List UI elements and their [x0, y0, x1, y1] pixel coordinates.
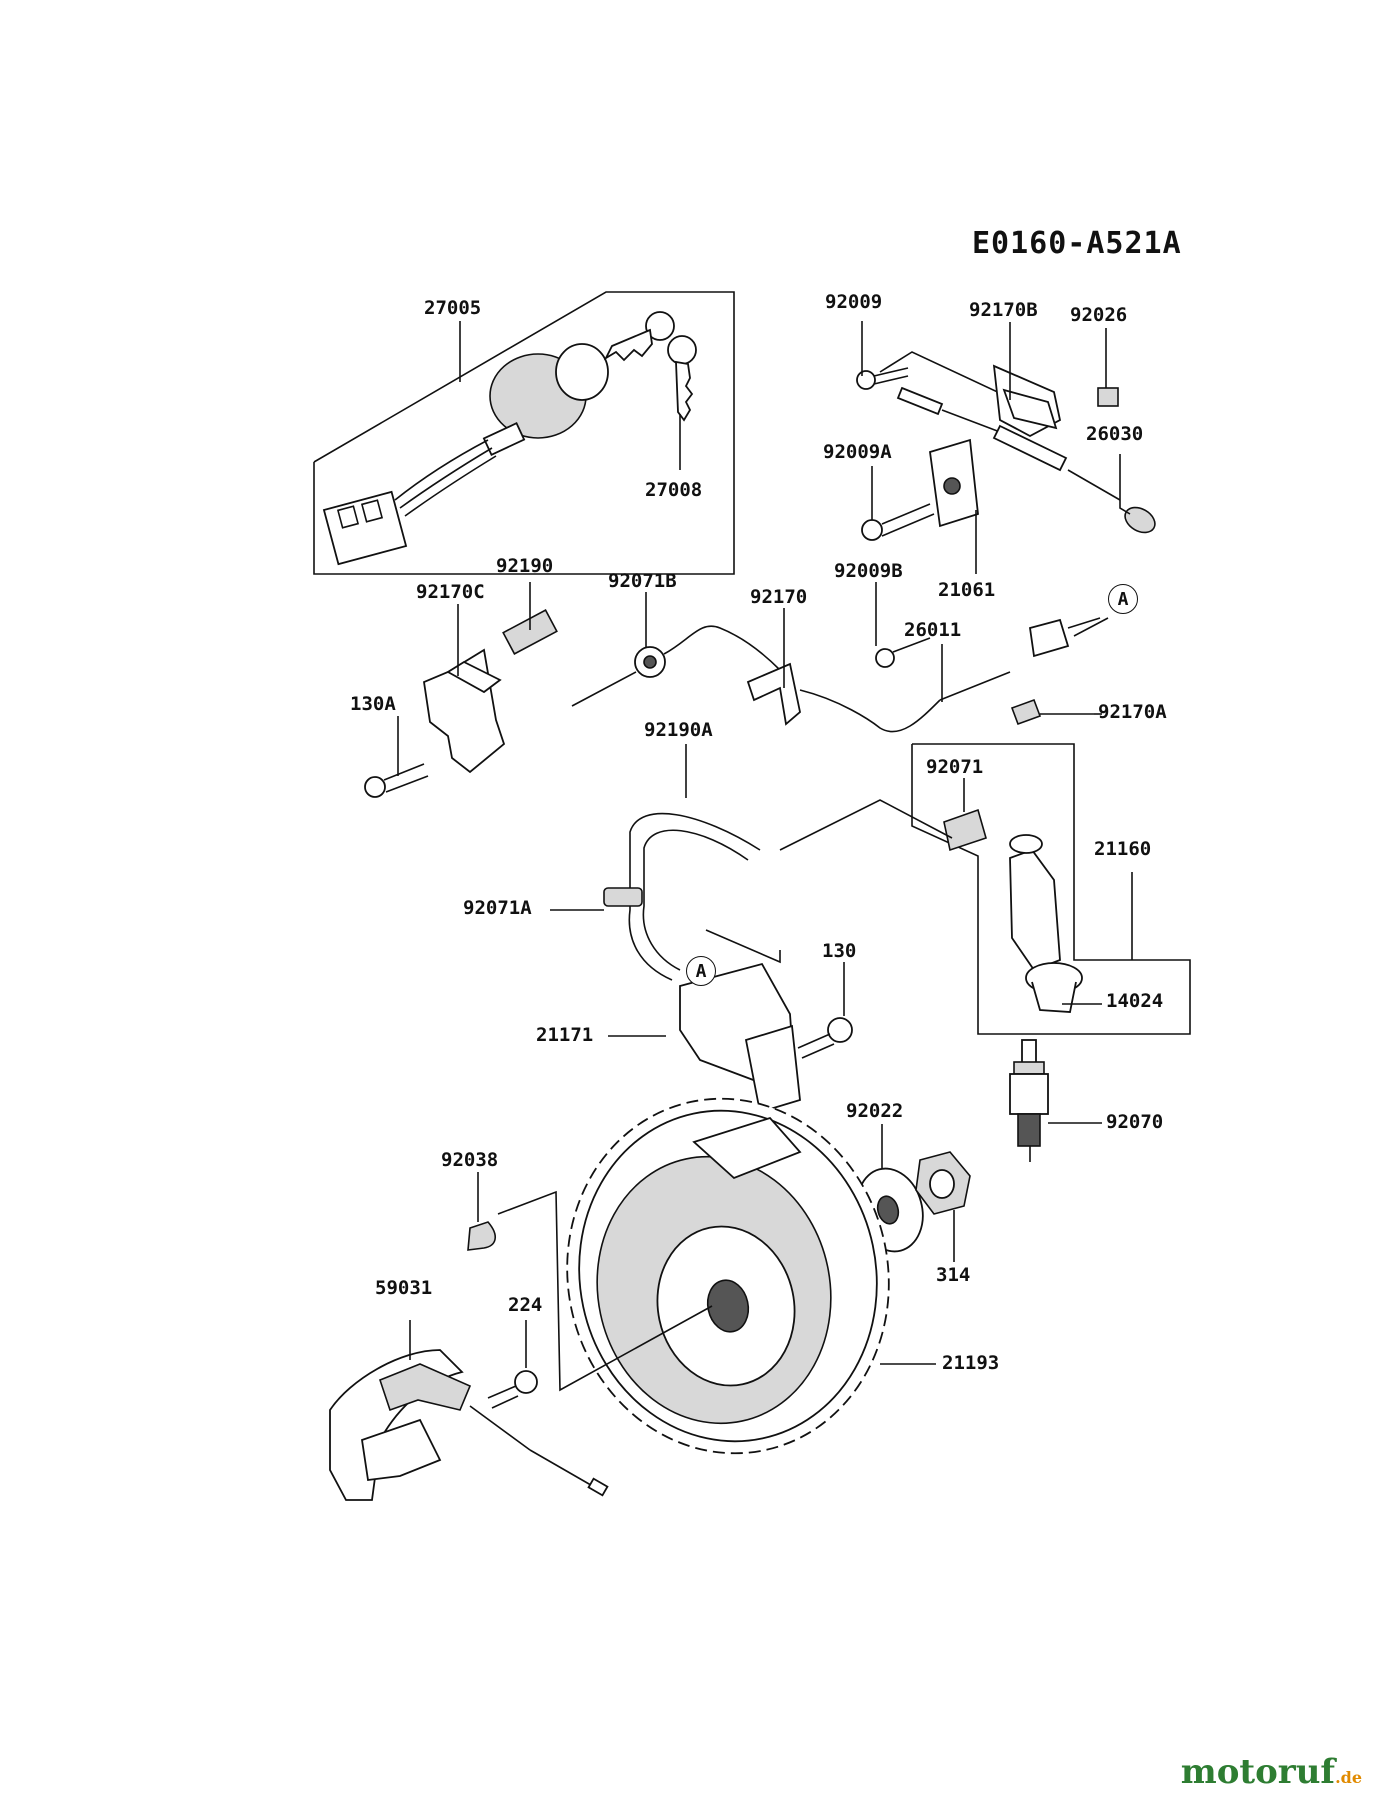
spark-plug-92070	[1009, 1039, 1049, 1162]
part-label-27005: 27005	[424, 297, 482, 319]
wire-92071b-group	[571, 617, 1101, 733]
part-label-21171: 21171	[536, 1024, 594, 1046]
leader-lines	[397, 321, 1133, 1392]
part-label-92071A: 92071A	[463, 897, 532, 919]
ignition-coil-group	[603, 799, 953, 1114]
part-label-92009B: 92009B	[834, 560, 903, 582]
diagram-code: E0160-A521A	[972, 226, 1182, 261]
pulley-59031	[329, 1349, 609, 1501]
part-label-92071B: 92071B	[608, 570, 677, 592]
part-label-59031: 59031	[375, 1277, 433, 1299]
part-label-130: 130	[822, 940, 857, 962]
part-label-14024: 14024	[1106, 990, 1164, 1012]
part-label-27008: 27008	[645, 479, 703, 501]
part-label-92170C: 92170C	[416, 581, 485, 603]
watermark: motoruf.de	[1181, 1752, 1362, 1792]
reference-badge: A	[1108, 584, 1138, 614]
watermark-brand: motoruf	[1180, 1752, 1336, 1792]
part-label-224: 224	[508, 1294, 543, 1316]
part-label-92071: 92071	[926, 756, 984, 778]
part-label-26011: 26011	[904, 619, 962, 641]
bracket-92170c-group	[364, 609, 558, 798]
reference-badge: A	[686, 956, 716, 986]
part-label-92170: 92170	[750, 586, 808, 608]
screw-224	[487, 1370, 538, 1409]
part-label-92190A: 92190A	[644, 719, 713, 741]
solenoid-bracket-group	[856, 351, 1156, 541]
part-label-92038: 92038	[441, 1149, 499, 1171]
ignition-switch-group	[313, 291, 735, 575]
part-label-314: 314	[936, 1264, 971, 1286]
part-label-26030: 26030	[1086, 423, 1144, 445]
key-27008	[603, 311, 697, 422]
part-label-92070: 92070	[1106, 1111, 1164, 1133]
part-label-21061: 21061	[938, 579, 996, 601]
woodruff-key-92038	[467, 1221, 496, 1251]
spark-plug-cap-group	[911, 743, 1191, 1035]
part-label-130A: 130A	[350, 693, 396, 715]
watermark-tld: .de	[1335, 1768, 1362, 1787]
part-label-92026: 92026	[1070, 304, 1128, 326]
part-label-92009A: 92009A	[823, 441, 892, 463]
part-label-92022: 92022	[846, 1100, 904, 1122]
part-label-92170B: 92170B	[969, 299, 1038, 321]
part-label-21160: 21160	[1094, 838, 1152, 860]
part-label-21193: 21193	[942, 1352, 1000, 1374]
part-label-92170A: 92170A	[1098, 701, 1167, 723]
part-label-92190: 92190	[496, 555, 554, 577]
flywheel-21193	[566, 1097, 890, 1455]
part-label-92009: 92009	[825, 291, 883, 313]
